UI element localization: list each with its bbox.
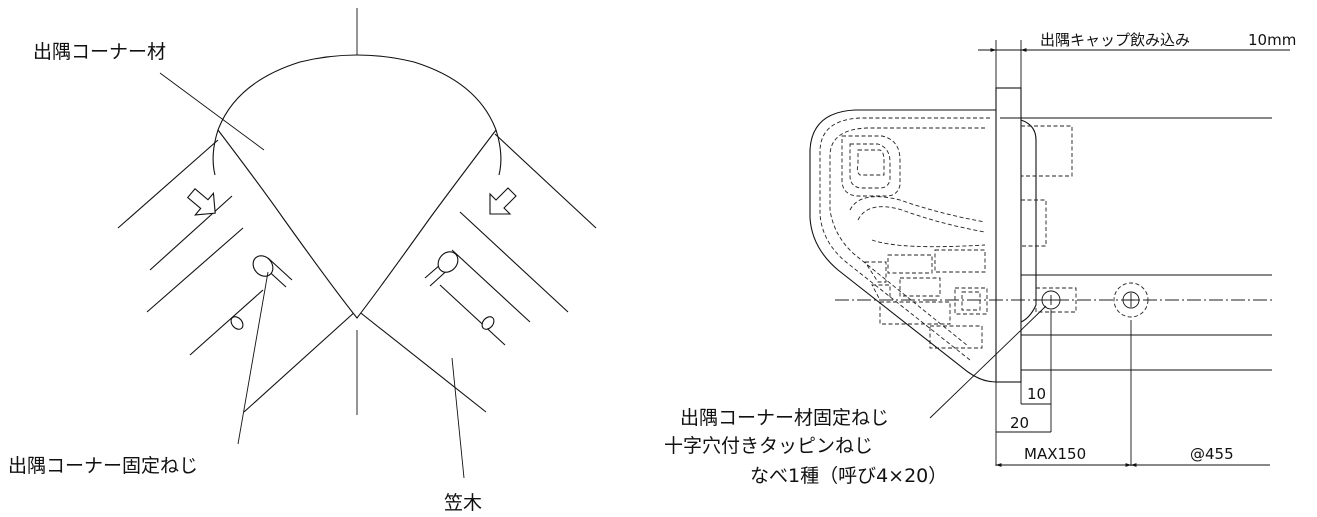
left-corner-assembly [117, 8, 597, 479]
dimension-10: 10 [1027, 385, 1046, 403]
dimension-pitch-455: @455 [1190, 445, 1234, 463]
right-screw-icon [424, 251, 459, 287]
corner-piece-label: 出隅コーナー材 [33, 41, 166, 63]
right-push-arrow [489, 187, 517, 215]
left-screw-icon [252, 255, 293, 288]
right-section-view [809, 40, 1290, 467]
corner-cap [217, 54, 497, 319]
cap-insert-value: 10mm [1248, 31, 1296, 49]
screw-spec-line2: 十字穴付きタッピンねじ [664, 435, 873, 457]
screw-spec-line1: 出隅コーナー材固定ねじ [680, 407, 889, 429]
right-lower-screw-icon [481, 316, 495, 330]
screw-spec-line3: なべ1種（呼び4×20） [750, 465, 947, 487]
screw-label: 出隅コーナー固定ねじ [8, 455, 198, 477]
cap-insert-label: 出隅キャップ飲み込み [1040, 31, 1190, 49]
left-lower-screw-icon [230, 316, 244, 330]
dimension-max150: MAX150 [1024, 445, 1086, 463]
left-push-arrow [186, 188, 216, 216]
handrail-label: 笠木 [444, 492, 482, 514]
screw-symbol-icon [1041, 290, 1061, 310]
screw-hole-symbol-icon [1113, 282, 1149, 318]
dimension-20: 20 [1010, 414, 1029, 432]
